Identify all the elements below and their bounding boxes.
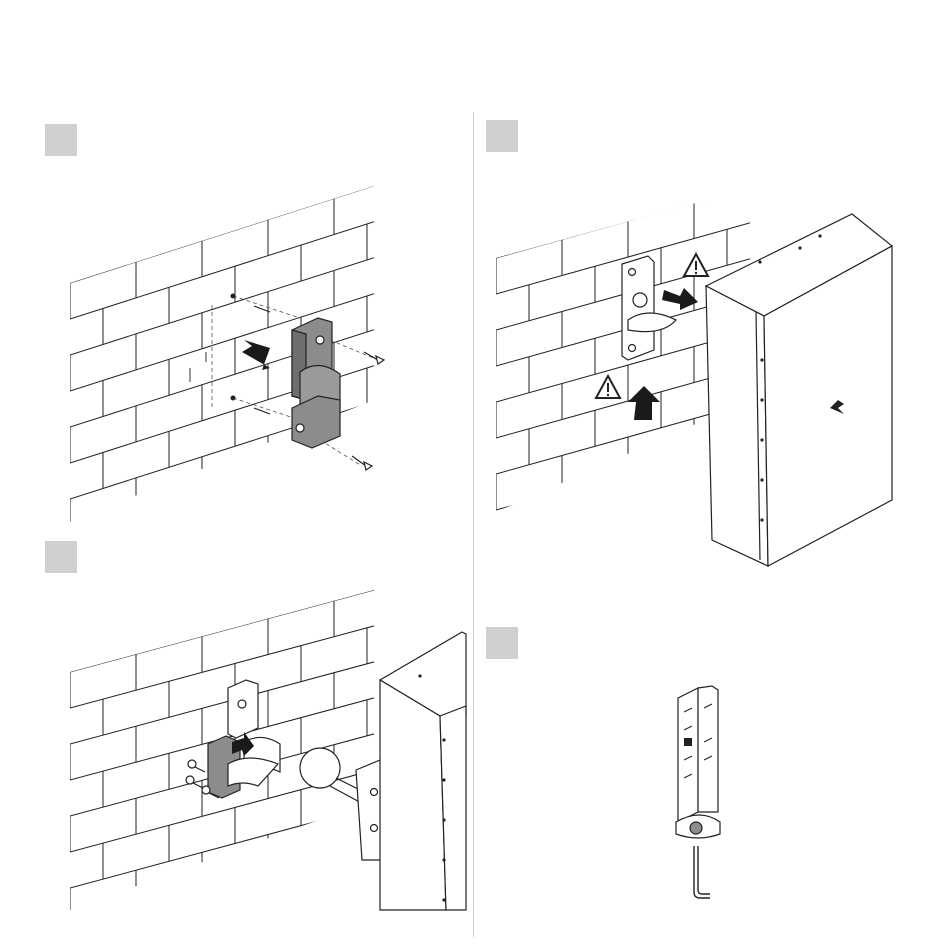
brand-logo-icon xyxy=(684,738,692,746)
brick-course-line xyxy=(70,806,374,888)
brick-course-line xyxy=(496,547,750,618)
brick-course-line xyxy=(70,878,374,950)
warning-triangle-icon xyxy=(596,376,620,398)
brick-course-line xyxy=(70,438,374,535)
speaker-cabinet-partial xyxy=(380,632,466,910)
brick-course-line xyxy=(70,222,374,319)
brick-course-line xyxy=(70,590,374,672)
bracket-plate xyxy=(676,686,720,838)
brick-course-line xyxy=(70,546,374,643)
brick-course-line xyxy=(70,186,374,283)
panel-1-bracket-mounting xyxy=(70,186,384,643)
panel-3-attach-arm xyxy=(70,590,466,950)
speaker-cabinet xyxy=(706,214,892,566)
wall-bracket-mounted xyxy=(622,256,676,360)
panel-4-bracket-and-tool xyxy=(676,686,720,898)
brick-course-line xyxy=(70,842,374,924)
allen-key-icon xyxy=(694,846,710,898)
lift-arrow-icon xyxy=(628,386,660,420)
mounting-arm xyxy=(300,748,382,860)
push-arrow-icon xyxy=(242,340,270,370)
brick-course-line xyxy=(70,474,374,571)
brick-course-line xyxy=(70,914,374,950)
wall-hole-top xyxy=(231,294,236,299)
warning-triangle-icon xyxy=(684,254,708,276)
panel-2-hang-speaker xyxy=(496,187,892,618)
wall-bracket xyxy=(292,318,340,448)
brick-course-line xyxy=(70,626,374,708)
screw-icon xyxy=(352,352,384,470)
push-arrow-icon xyxy=(662,288,698,310)
brick-course-line xyxy=(496,187,750,258)
brick-course-line xyxy=(70,510,374,607)
brick-course-line xyxy=(70,662,374,744)
wall-hole-bottom xyxy=(231,396,236,401)
